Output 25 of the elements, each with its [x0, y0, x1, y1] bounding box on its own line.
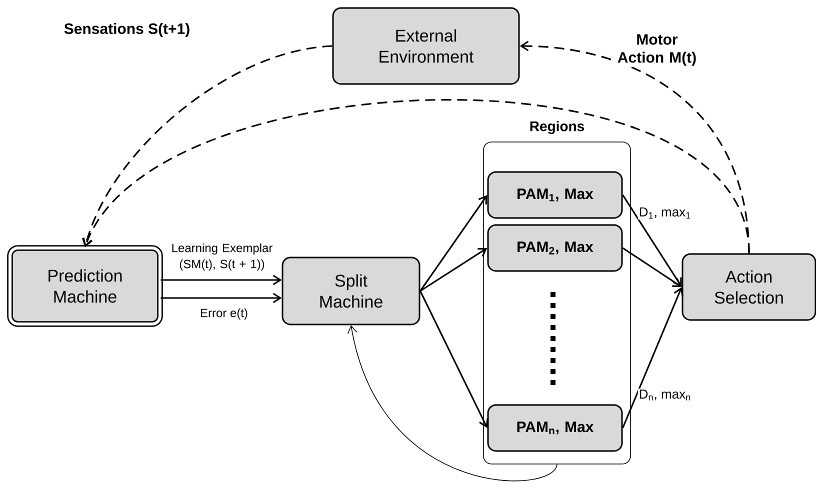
arrow — [420, 248, 488, 292]
arrow — [420, 195, 488, 292]
arrow — [622, 247, 682, 287]
process-box: PAM$_{2}$, Max — [487, 224, 623, 272]
process-box: Prediction Machine — [7, 245, 163, 327]
edge-label: Error e(t) — [199, 307, 249, 321]
arrow — [160, 274, 282, 286]
arrow — [420, 290, 488, 428]
edge-label: D$_{n}$, max$_{n}$ — [638, 388, 692, 402]
arrow — [160, 292, 282, 304]
process-box: External Environment — [332, 7, 520, 85]
edge-label: D$_{1}$, max$_{1}$ — [638, 206, 692, 220]
arrow — [520, 40, 750, 254]
node-label: Regions — [530, 120, 584, 134]
arrow — [82, 45, 332, 248]
arrow — [622, 287, 684, 428]
arrow — [347, 325, 558, 482]
process-box: Split Machine — [282, 256, 420, 326]
edge-label: Sensations S(t+1) — [62, 22, 192, 38]
edge-label: Motor Action M(t) — [611, 33, 703, 67]
process-box: Action Selection — [682, 253, 816, 321]
arrow — [622, 194, 682, 287]
edge-label: Learning Exemplar (SM(t), S(t + 1)) — [168, 242, 276, 272]
process-box: PAM$_{n}$, Max — [487, 404, 623, 452]
process-box: PAM$_{1}$, Max — [487, 171, 623, 219]
